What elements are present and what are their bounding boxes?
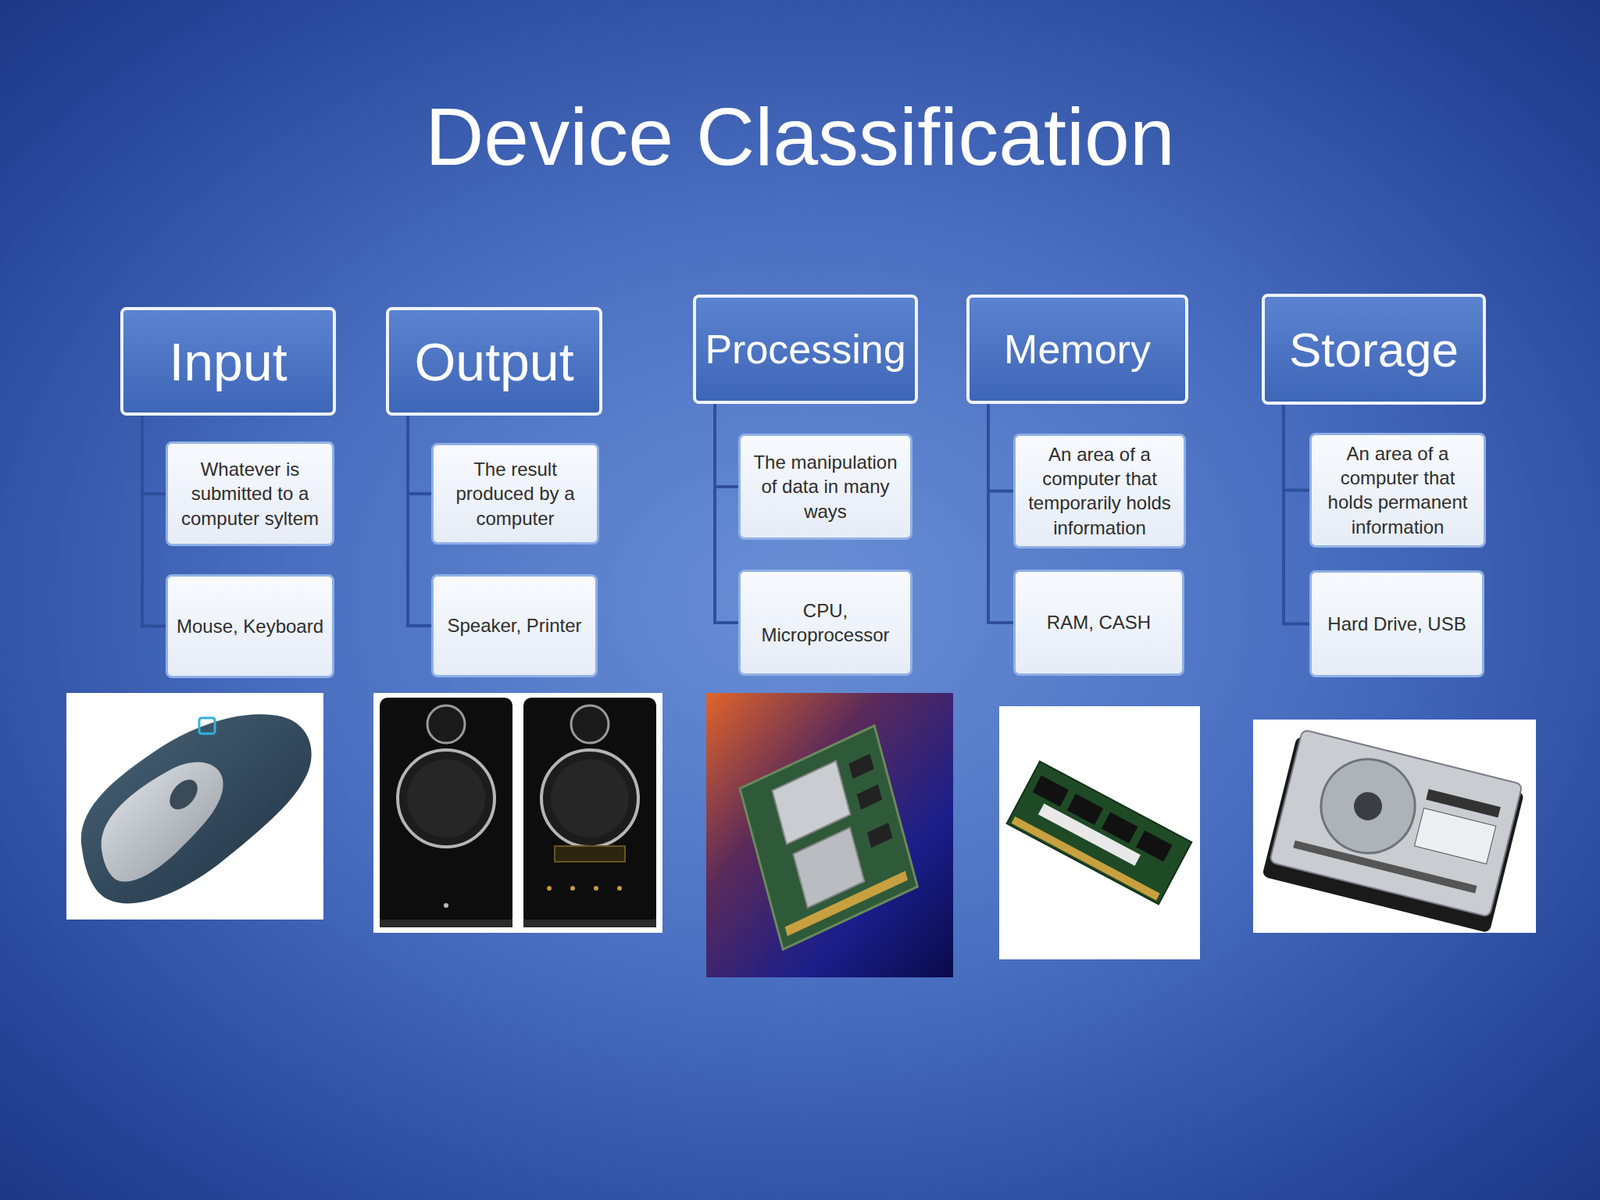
box-text: Whatever is submitted to a computer sylt…: [175, 457, 325, 531]
example-box: CPU, Microprocessor: [738, 569, 913, 676]
box-text: Hard Drive, USB: [1327, 611, 1466, 636]
category-box: Output: [385, 307, 603, 416]
category-label: Input: [168, 331, 287, 393]
category-label: Storage: [1289, 321, 1459, 378]
description-box: An area of a computer that holds permane…: [1309, 432, 1486, 548]
box-text: The result produced by a computer: [441, 457, 590, 531]
category-box: Processing: [692, 294, 918, 404]
category-box: Storage: [1261, 293, 1486, 405]
tree-connector: [407, 415, 432, 494]
category-label: Processing: [704, 325, 906, 373]
tree-connector: [714, 403, 739, 487]
example-box: Mouse, Keyboard: [165, 574, 335, 679]
example-box: Speaker, Printer: [431, 574, 598, 678]
box-text: The manipulation of data in many ways: [748, 450, 903, 524]
box-text: An area of a computer that temporarily h…: [1023, 442, 1176, 540]
category-box: Input: [120, 307, 336, 416]
speaker-picture: [373, 692, 663, 933]
tree-connector: [1283, 404, 1310, 490]
tree-connector: [714, 403, 739, 623]
category-label: Output: [414, 331, 574, 393]
example-box: RAM, CASH: [1013, 569, 1185, 676]
tree-connector: [1283, 404, 1310, 625]
description-box: Whatever is submitted to a computer sylt…: [165, 441, 335, 547]
box-text: RAM, CASH: [1046, 610, 1151, 635]
processor-picture: [706, 692, 954, 978]
hard-drive-picture: [1253, 719, 1536, 933]
tree-connector: [142, 415, 166, 494]
slide-title: Device Classification: [0, 92, 1600, 182]
category-box: Memory: [966, 294, 1189, 404]
tree-connector: [988, 403, 1014, 491]
box-text: Mouse, Keyboard: [176, 614, 324, 639]
memory-picture: [999, 706, 1200, 960]
mouse-picture: [66, 692, 324, 920]
tree-connector: [142, 415, 166, 627]
box-text: Speaker, Printer: [446, 613, 582, 638]
tree-connector: [988, 403, 1014, 623]
box-text: An area of a computer that holds permane…: [1319, 441, 1476, 540]
description-box: An area of a computer that temporarily h…: [1013, 433, 1186, 549]
description-box: The result produced by a computer: [431, 442, 600, 545]
category-label: Memory: [1003, 325, 1151, 373]
example-box: Hard Drive, USB: [1309, 570, 1485, 678]
tree-connector: [407, 415, 432, 626]
box-text: CPU, Microprocessor: [748, 598, 903, 647]
description-box: The manipulation of data in many ways: [738, 433, 913, 540]
